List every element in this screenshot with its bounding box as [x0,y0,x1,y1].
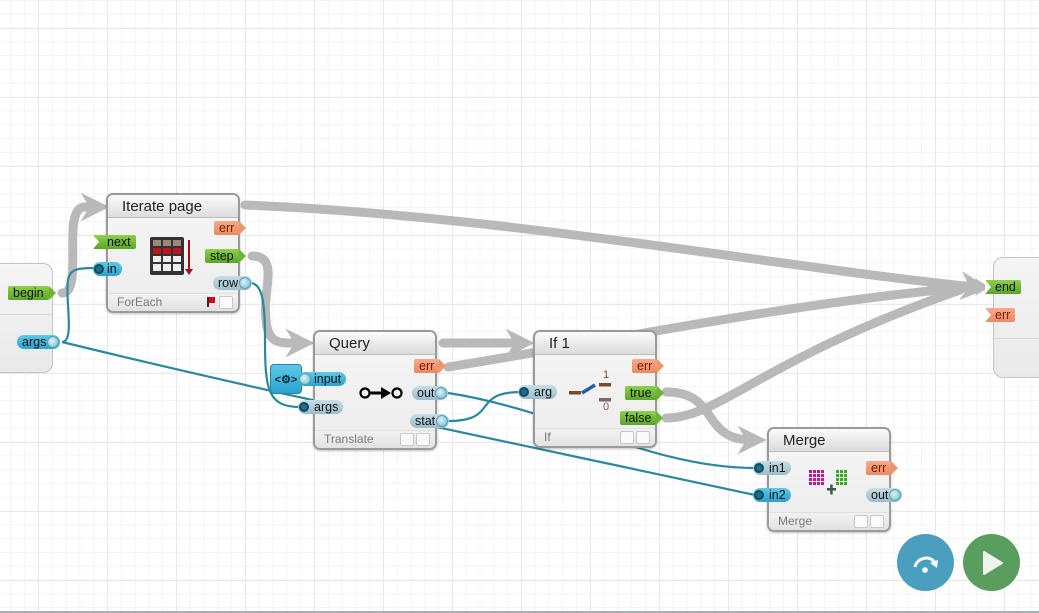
switch-zero-label: 0 [603,401,610,413]
port-end[interactable]: end [985,280,1021,294]
socket-in-icon [754,463,764,473]
port-args[interactable]: args [17,335,61,349]
port-end-err[interactable]: err [985,308,1016,322]
node-title: If 1 [549,335,570,352]
socket-icon [299,373,311,385]
port-row-label: row [218,276,239,290]
start-node[interactable] [0,263,53,373]
comment-icon[interactable] [416,433,430,446]
port-if-err[interactable]: err [632,359,665,373]
port-merge-out[interactable]: out [866,488,903,502]
socket-icon [889,489,902,501]
port-true[interactable]: true [625,386,664,400]
port-false[interactable]: false [620,411,664,425]
port-out-label: out [417,386,435,400]
flag-icon[interactable] [620,431,634,444]
node-footer: If [535,428,655,446]
socket-in-icon [754,490,764,500]
table-iterate-icon [150,237,193,275]
node-title: Query [329,335,370,352]
port-stat[interactable]: stat [410,414,450,428]
port-args-label: args [22,335,47,349]
node-type-label: ForEach [117,295,163,309]
port-query-args-label: args [314,400,339,414]
port-iterate-err[interactable]: err [214,221,247,235]
node-type-label: If [544,430,551,444]
step-button[interactable] [897,534,954,591]
comment-icon[interactable] [870,515,884,528]
run-button[interactable] [963,534,1020,591]
play-icon [982,550,1003,575]
socket-in-icon [299,402,309,412]
node-query[interactable]: Query Translate [313,330,437,450]
port-input[interactable]: input [298,372,347,386]
flag-icon[interactable] [854,515,868,528]
port-input-label: input [314,372,342,386]
socket-icon [239,277,252,289]
node-footer: Merge [769,512,889,530]
step-over-icon [913,556,938,573]
port-arg[interactable]: arg [518,385,558,399]
socket-icon [435,387,448,399]
switch-one-label: 1 [603,369,610,381]
node-header[interactable]: If 1 [535,332,655,355]
comment-icon[interactable] [636,431,650,444]
translate-arrow-icon [359,386,405,405]
flag-icon[interactable] [206,296,217,307]
node-title: Merge [783,432,826,449]
port-in2[interactable]: in2 [753,488,791,502]
port-out[interactable]: out [412,386,449,400]
node-header[interactable]: Iterate page [108,195,238,218]
node-footer: ForEach [108,293,238,311]
node-header[interactable]: Query [315,332,435,355]
node-footer: Translate [315,430,435,448]
port-merge-err[interactable]: err [866,461,899,475]
node-if[interactable]: If 1 1 0 If [533,330,657,448]
socket-in-icon [94,264,104,274]
port-query-err[interactable]: err [414,359,447,373]
socket-icon [436,415,449,427]
port-in1[interactable]: in1 [753,461,791,475]
flag-icon[interactable] [400,433,414,446]
node-type-label: Merge [778,514,813,528]
node-merge[interactable]: Merge Merge [767,427,891,532]
node-type-label: Translate [324,432,374,446]
port-in[interactable]: in [93,262,122,276]
port-row[interactable]: row [213,276,253,290]
port-next[interactable]: next [93,235,136,249]
port-merge-out-label: out [871,488,889,502]
merge-grids-icon [809,470,855,505]
node-title: Iterate page [122,198,203,215]
switch-icon: 1 0 [569,369,619,414]
port-stat-label: stat [415,414,436,428]
port-in2-label: in2 [769,488,786,502]
node-header[interactable]: Merge [769,429,889,452]
port-query-args[interactable]: args [298,400,344,414]
port-in-label: in [107,262,117,276]
port-step[interactable]: step [205,249,246,263]
comment-icon[interactable] [219,296,233,309]
port-in1-label: in1 [769,461,786,475]
socket-in-icon [519,387,529,397]
port-begin[interactable]: begin [8,286,56,300]
socket-icon [47,336,60,348]
port-arg-label: arg [534,385,553,399]
